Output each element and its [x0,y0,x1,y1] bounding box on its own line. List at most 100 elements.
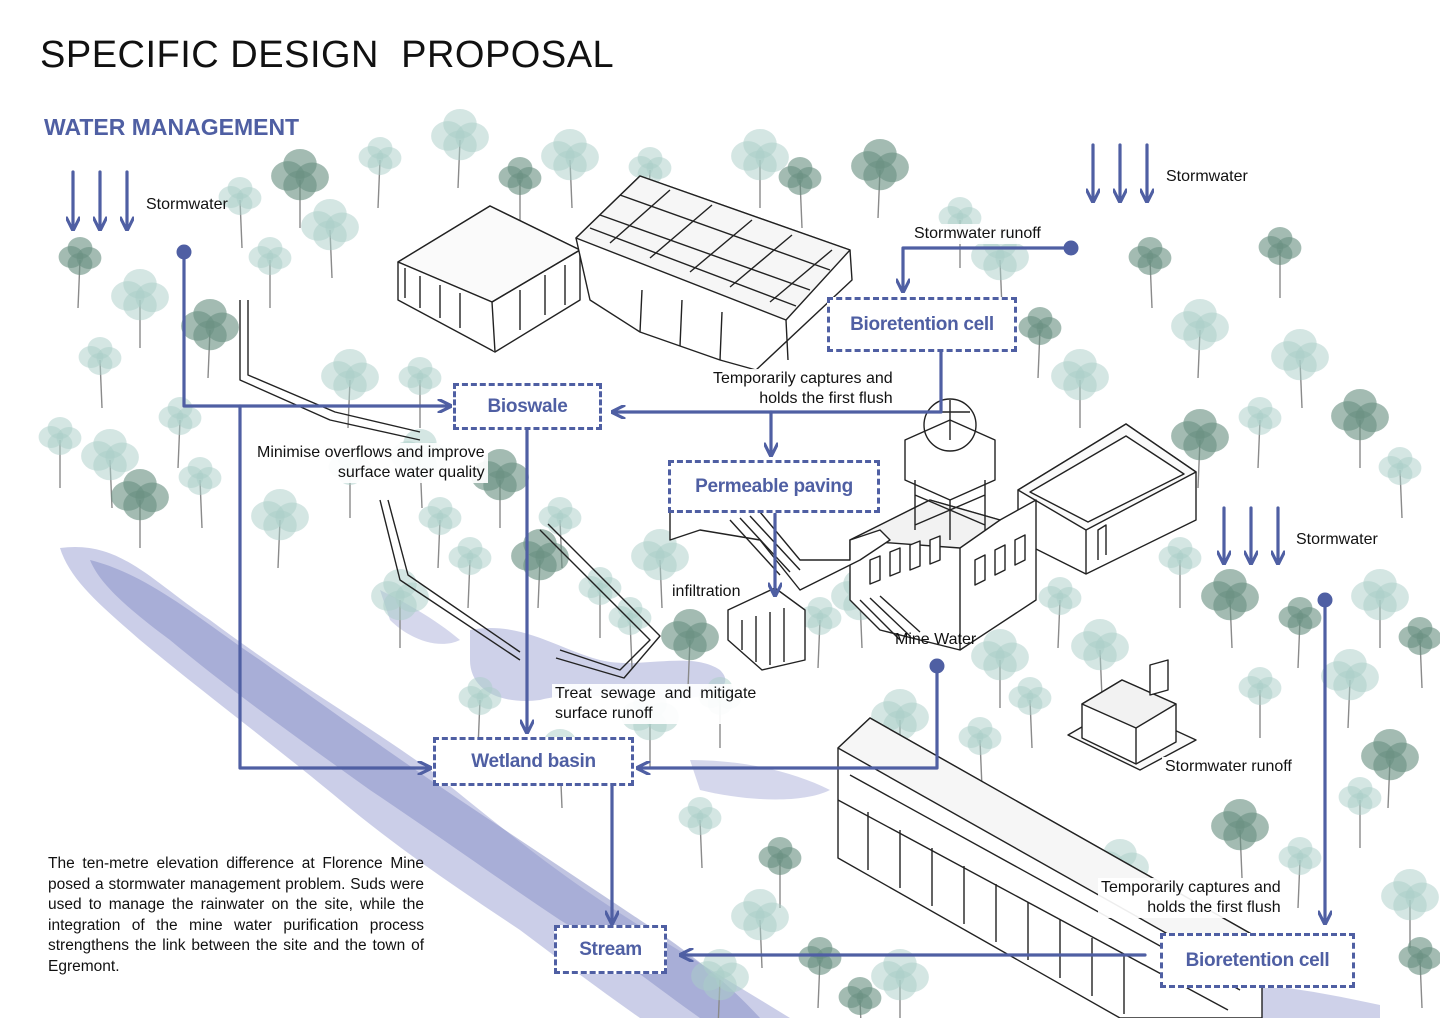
walkway [669,499,891,591]
tree [1398,617,1440,689]
tree [78,337,122,409]
treat-line1: Treat sewage and mitigate [555,685,757,702]
tree [1158,537,1202,608]
stormwater-label-left: Stormwater [146,196,228,213]
tree [628,147,672,219]
tree [631,528,689,609]
source-dot-top-right [1063,240,1079,256]
house-right [1067,659,1197,771]
tree [1238,667,1282,738]
captures-label-top: Temporarily captures and holds the first… [710,369,896,409]
tree [458,677,502,749]
bioretention-cell-top-box: Bioretention cell [827,297,1017,352]
tree [418,497,462,569]
tree [178,457,222,529]
tree [1171,298,1229,379]
tree [111,468,169,548]
tree [798,597,842,669]
tree [938,197,982,268]
stormwater-arrows-right [1224,506,1278,562]
flow-stormwater-to-bioswale [182,250,449,406]
mine-water-label: Mine Water [895,631,977,648]
tree [371,568,429,648]
tree [1338,777,1382,848]
stormwater-arrows-top-right [1093,143,1147,200]
pipelines [239,300,661,679]
tree [58,237,102,309]
section-subtitle: WATER MANAGEMENT [44,114,300,140]
project-description: The ten-metre elevation difference at Fl… [48,855,424,975]
flow-network [73,143,1325,955]
wetland-basin-box: Wetland basin [433,737,634,786]
tree [1361,728,1419,809]
tree [1238,397,1282,469]
tree [1008,677,1052,749]
tree [1381,868,1439,948]
captures-top-line2: holds the first flush [759,390,893,407]
tree [1278,837,1322,909]
stream-box: Stream [554,925,667,974]
tree [731,888,789,969]
source-dots [176,240,1333,674]
shed-frame [575,175,853,371]
stormwater-arrows-left [73,170,127,228]
tree [838,977,882,1018]
treat-line2: surface runoff [555,705,653,722]
source-dot-mine-water [929,658,945,674]
tree [218,177,262,249]
stormwater-label-right: Stormwater [1296,531,1378,548]
permeable-paving-box: Permeable paving [668,460,880,513]
flow-runoff-to-bioretention [903,246,1073,290]
tree [778,157,822,229]
tree [1378,447,1422,519]
tree [851,138,909,219]
treat-sewage-label: Treat sewage and mitigate surface runoff [552,684,760,724]
tree [871,948,929,1018]
tree [358,137,402,209]
bioretention-cell-bottom-box: Bioretention cell [1160,933,1355,988]
stormwater-runoff-label-top: Stormwater runoff [911,224,1044,244]
flow-overflow-to-wetland [238,404,429,768]
captures-bottom-line1: Temporarily captures and [1101,879,1281,896]
tree [661,608,719,689]
tree [431,108,489,189]
tree [321,348,379,429]
warehouse-left [397,205,581,353]
mine-headframe [849,398,1037,651]
tree [958,717,1002,789]
tree [1171,408,1229,489]
flow-mine-water-to-wetland [639,664,939,768]
tree [251,488,309,569]
tree [1211,798,1269,879]
tree [81,428,139,509]
tree [1071,618,1129,699]
tree [731,128,789,208]
tree [578,567,622,638]
block-right [1017,423,1197,575]
tree [38,417,82,488]
tree [1038,577,1082,649]
tree [111,268,169,348]
tree [1271,328,1329,409]
infiltration-label: infiltration [672,583,741,600]
tree [608,597,652,669]
tree [448,537,492,609]
tree [471,448,529,528]
captures-label-bottom: Temporarily captures and holds the first… [1098,878,1284,918]
tree [1201,568,1259,649]
page-title: SPECIFIC DESIGN PROPOSAL [40,34,615,76]
tree [1051,348,1109,428]
tree [181,298,239,379]
stormwater-label-top-right: Stormwater [1166,168,1248,185]
tree [1398,937,1440,1009]
tree [1128,237,1172,309]
tree [1351,568,1409,648]
tree [301,198,359,279]
tree [541,128,599,209]
minimise-line2: surface water quality [337,464,485,481]
stormwater-runoff-label-right: Stormwater runoff [1162,757,1295,777]
tree [271,148,329,228]
tree [248,237,292,308]
flow-bioretention-to-bioswale [614,350,943,412]
captures-top-line1: Temporarily captures and [713,370,893,387]
